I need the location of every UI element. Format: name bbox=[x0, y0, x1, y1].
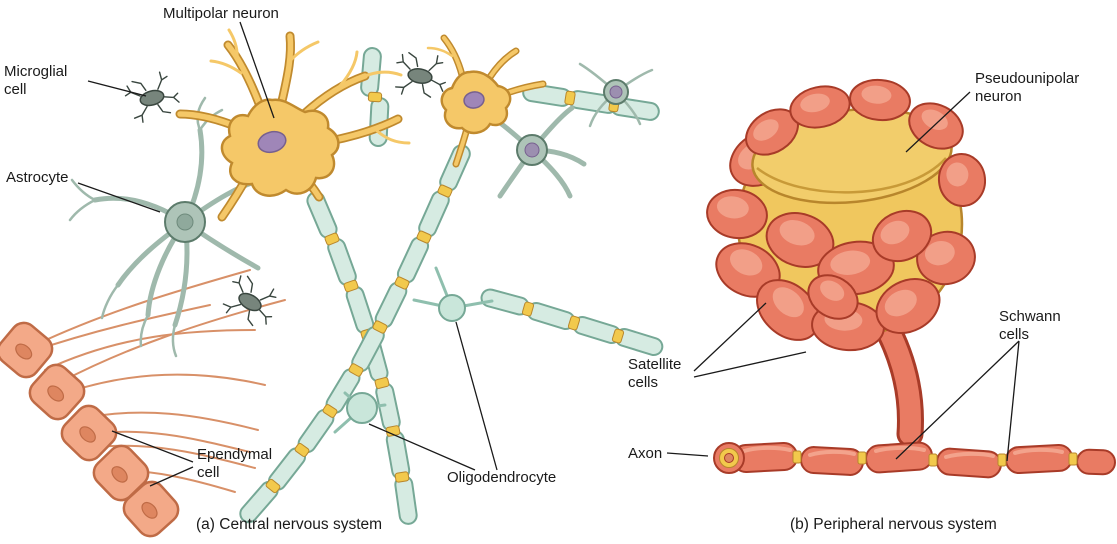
pointer-line-axon bbox=[666, 452, 709, 457]
myelinated-axon-chain-b bbox=[235, 141, 474, 527]
label-satellite-cells: Satellite cells bbox=[628, 356, 682, 391]
caption-panel-a: (a) Central nervous system bbox=[196, 516, 383, 533]
pointer-line-schwann-cells bbox=[895, 340, 1020, 462]
myelinated-axon-chain-c bbox=[478, 286, 666, 359]
label-schwann-cells: Schwann cells bbox=[999, 308, 1061, 343]
oligodendrocyte-cell-body-1 bbox=[412, 266, 494, 322]
ganglion-stem bbox=[870, 308, 924, 448]
multipolar-neuron-illustration bbox=[175, 28, 411, 222]
schwann-cell-axon-chain bbox=[713, 441, 1116, 479]
label-multipolar-neuron: Multipolar neuron bbox=[163, 5, 279, 22]
pointer-line-multipolar-neuron bbox=[239, 21, 275, 119]
multipolar-neuron-2-illustration bbox=[426, 34, 547, 168]
label-axon: Axon bbox=[628, 445, 663, 462]
pointer-line-ependymal-cell bbox=[111, 430, 194, 487]
pointer-line-pseudounipolar-neuron bbox=[905, 91, 971, 153]
ependymal-cells-illustration bbox=[0, 316, 185, 543]
pointer-line-astrocyte bbox=[77, 182, 161, 213]
axon-cut-end bbox=[713, 442, 745, 474]
label-oligodendrocyte: Oligodendrocyte bbox=[447, 469, 557, 486]
label-pseudounipolar-neuron: Pseudounipolar neuron bbox=[975, 70, 1080, 105]
label-pointer-lines bbox=[77, 21, 1020, 487]
astrocyte-illustration bbox=[68, 96, 265, 358]
satellite-cells-illustration-top bbox=[745, 78, 987, 320]
pointer-line-microglial-cell bbox=[87, 80, 147, 97]
oligodendrocyte-cell-body-2 bbox=[333, 391, 387, 434]
caption-panel-b: (b) Peripheral nervous system bbox=[790, 516, 997, 533]
label-ependymal-cell: Ependymal cell bbox=[197, 446, 273, 481]
pointer-line-oligodendrocyte bbox=[368, 321, 498, 471]
gray-glial-cell-3 bbox=[578, 62, 654, 128]
gray-glial-cell-2 bbox=[479, 105, 587, 199]
myelinated-axon-chain-d bbox=[520, 81, 662, 123]
label-astrocyte: Astrocyte bbox=[6, 169, 69, 186]
label-microglial-cell: Microglial cell bbox=[4, 63, 68, 98]
ganglion-illustration bbox=[706, 78, 987, 352]
pointer-line-satellite-cells bbox=[693, 302, 807, 378]
